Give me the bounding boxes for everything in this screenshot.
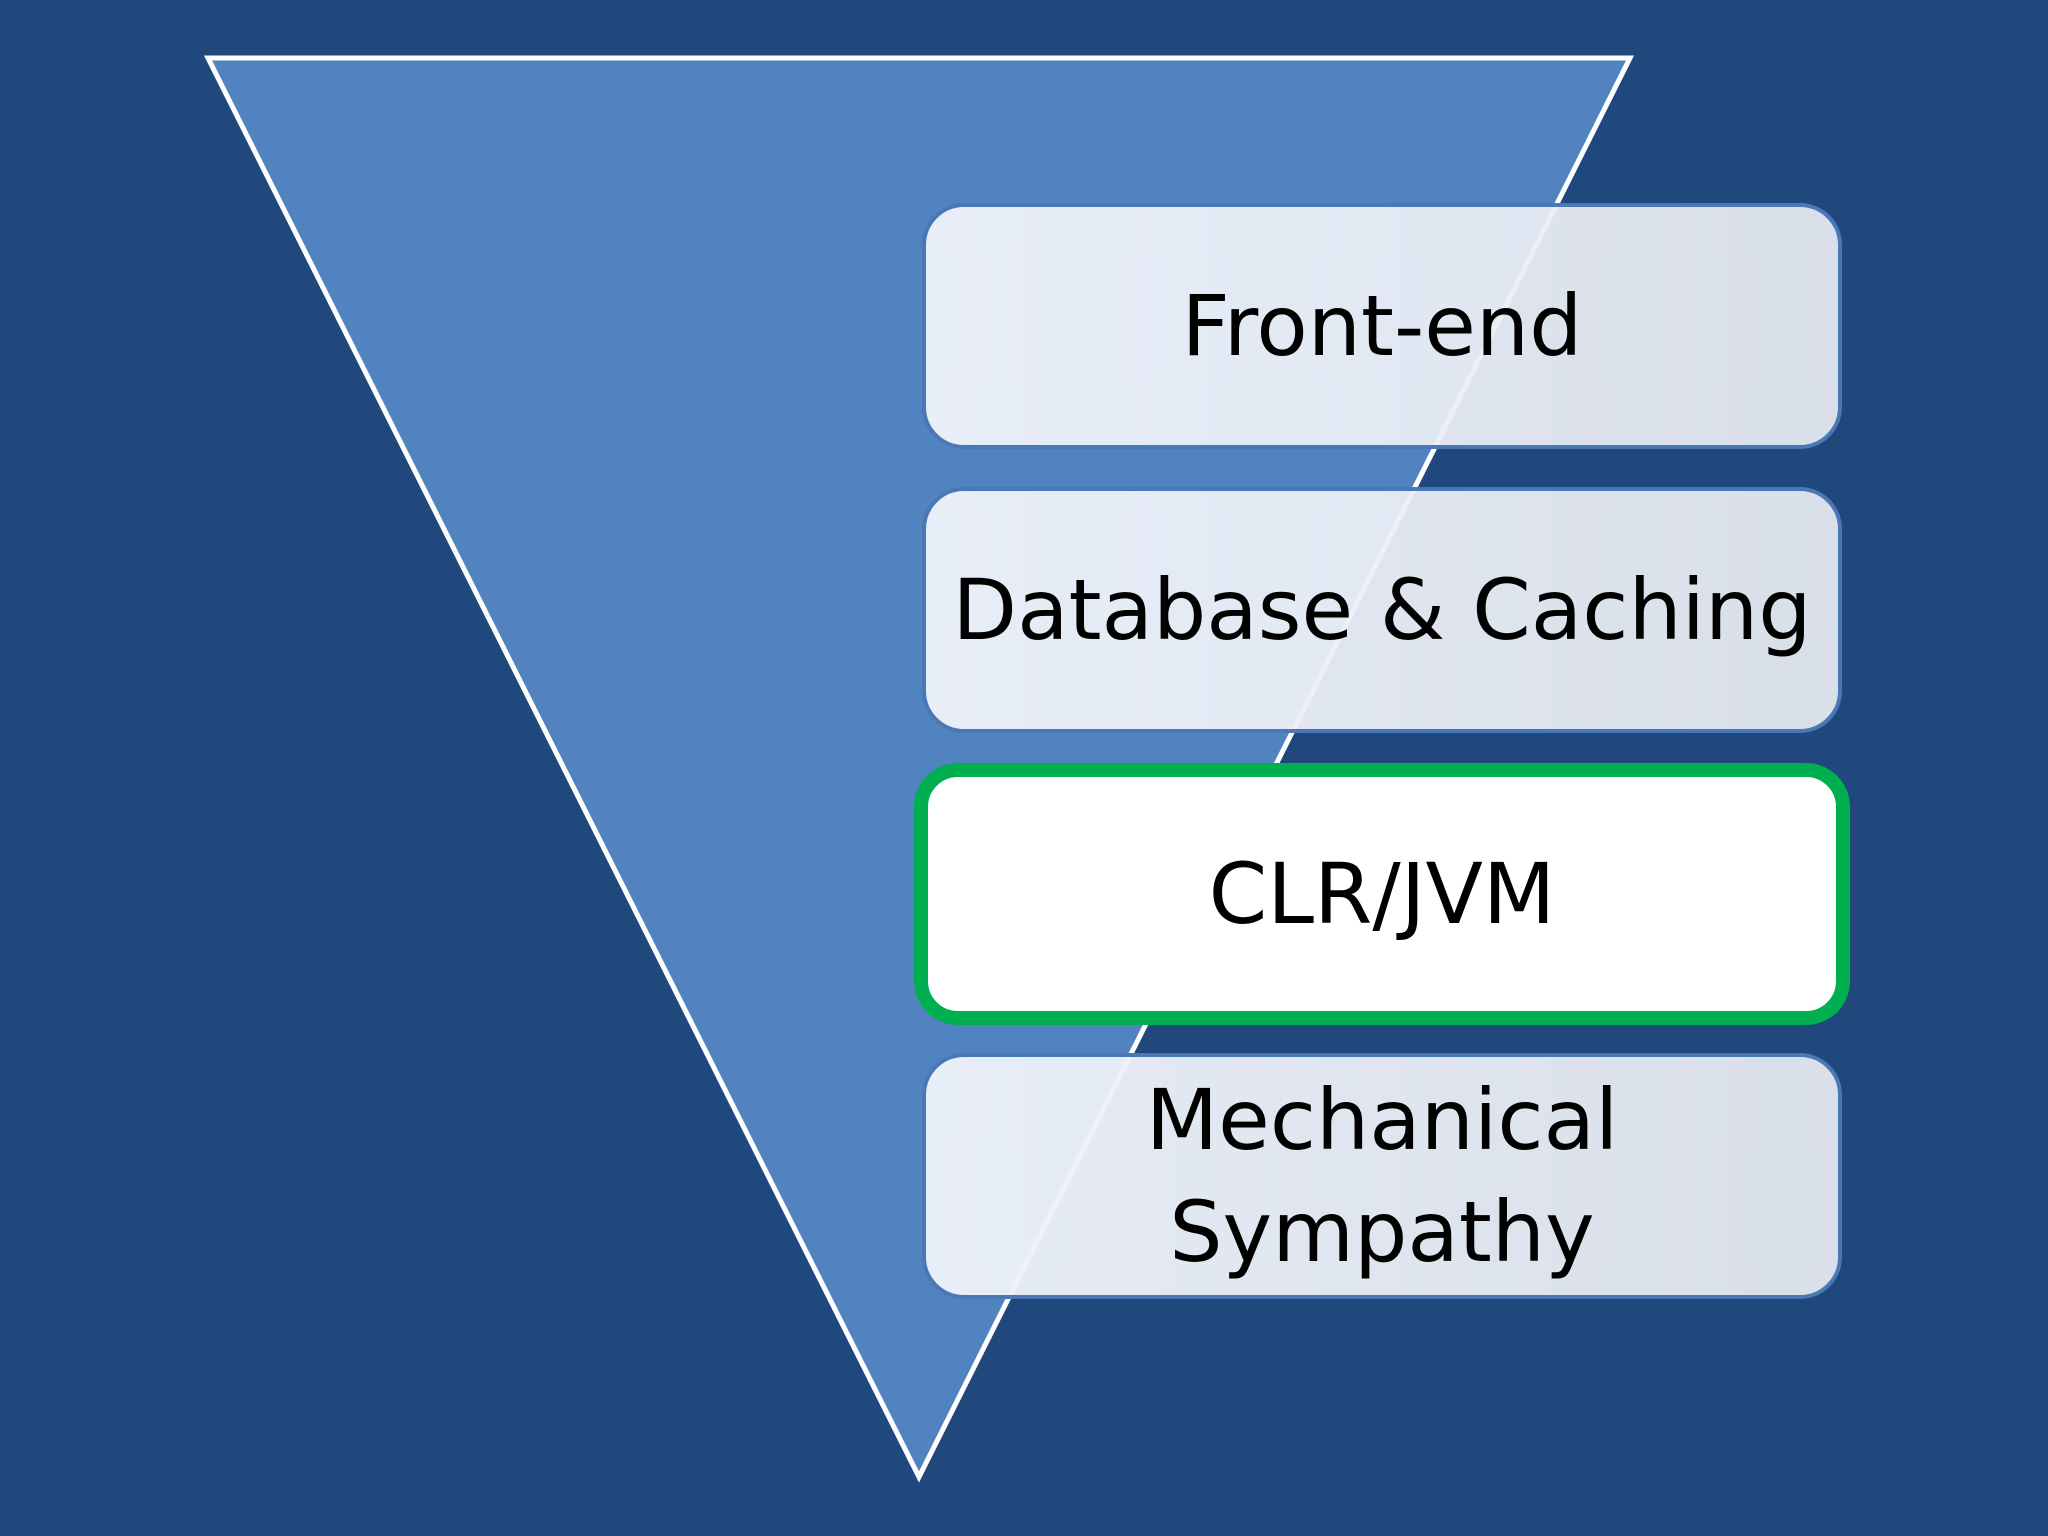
level-database-caching-label: Database & Caching — [952, 561, 1812, 659]
level-front-end-label: Front-end — [1181, 277, 1583, 375]
level-front-end: Front-end — [922, 203, 1842, 449]
level-clr-jvm-label: CLR/JVM — [1208, 845, 1556, 943]
level-mechanical-sympathy-label: Mechanical Sympathy — [1145, 1071, 1619, 1281]
level-database-caching: Database & Caching — [922, 487, 1842, 733]
level-clr-jvm: CLR/JVM — [914, 763, 1850, 1025]
level-mechanical-sympathy: Mechanical Sympathy — [922, 1053, 1842, 1299]
